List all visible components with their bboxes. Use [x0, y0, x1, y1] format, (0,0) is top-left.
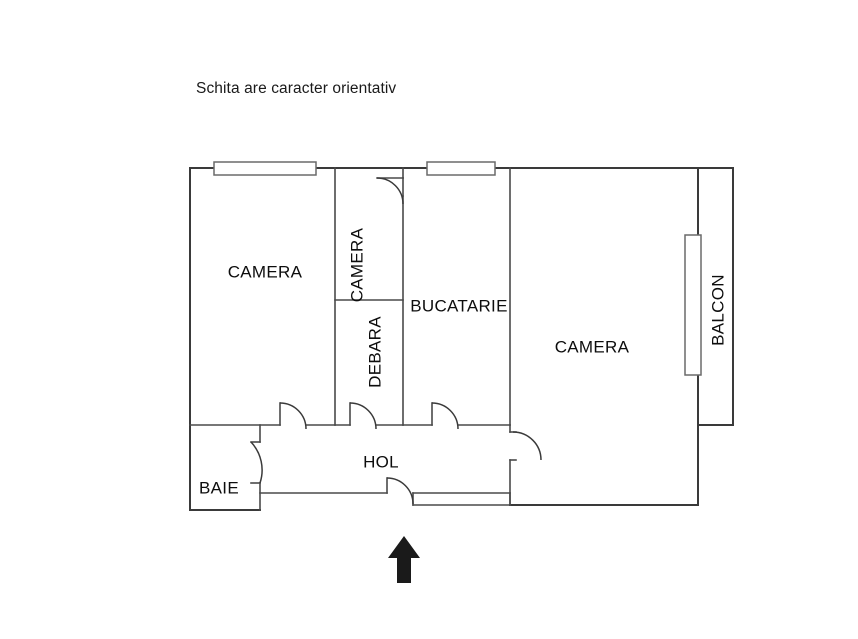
door-camera-narrow-to-bucatarie — [376, 177, 404, 205]
room-label-hol: HOL — [363, 452, 399, 471]
door-swing-arc-bucatarie — [431, 402, 459, 430]
wall-balcony — [697, 167, 734, 426]
door-debara-to-hol — [349, 402, 377, 430]
exterior-walls — [189, 167, 734, 511]
room-label-camera-left: CAMERA — [228, 262, 303, 281]
window-bucatarie — [426, 161, 496, 176]
door-swing-arc-cameraright — [512, 431, 542, 461]
window-camera-left — [213, 161, 317, 176]
door-swing-arc-baie — [250, 441, 263, 484]
door-camera-left-to-hol — [279, 402, 307, 430]
plan-disclaimer-note: Schita are caracter orientativ — [196, 80, 397, 97]
room-label-baie: BAIE — [199, 478, 239, 497]
room-label-camera-right: CAMERA — [555, 337, 630, 356]
room-label-camera-narrow: CAMERA — [347, 227, 366, 302]
door-swing-arc-entrance — [386, 477, 414, 505]
door-swing-arc-narrow — [376, 177, 404, 205]
balcony-outline — [697, 167, 734, 426]
entrance-arrow-glyph — [388, 536, 420, 583]
door-hol-to-camera-right — [509, 424, 542, 461]
entrance-arrow — [388, 536, 420, 583]
door-bucatarie-to-hol — [431, 402, 459, 430]
windows — [213, 161, 702, 376]
interior-walls — [189, 167, 511, 511]
door-swing-arc-debara — [349, 402, 377, 430]
window-balcon — [684, 234, 702, 376]
door-swing-arc-cameraleft — [279, 402, 307, 430]
room-label-debara: DEBARA — [365, 316, 384, 388]
door-entrance — [386, 477, 414, 505]
room-label-bucatarie: BUCATARIE — [410, 296, 507, 315]
room-labels: CAMERA CAMERA DEBARA BUCATARIE CAMERA BA… — [199, 227, 727, 497]
door-baie-to-hol — [250, 441, 263, 484]
room-label-balcon: BALCON — [708, 274, 727, 346]
